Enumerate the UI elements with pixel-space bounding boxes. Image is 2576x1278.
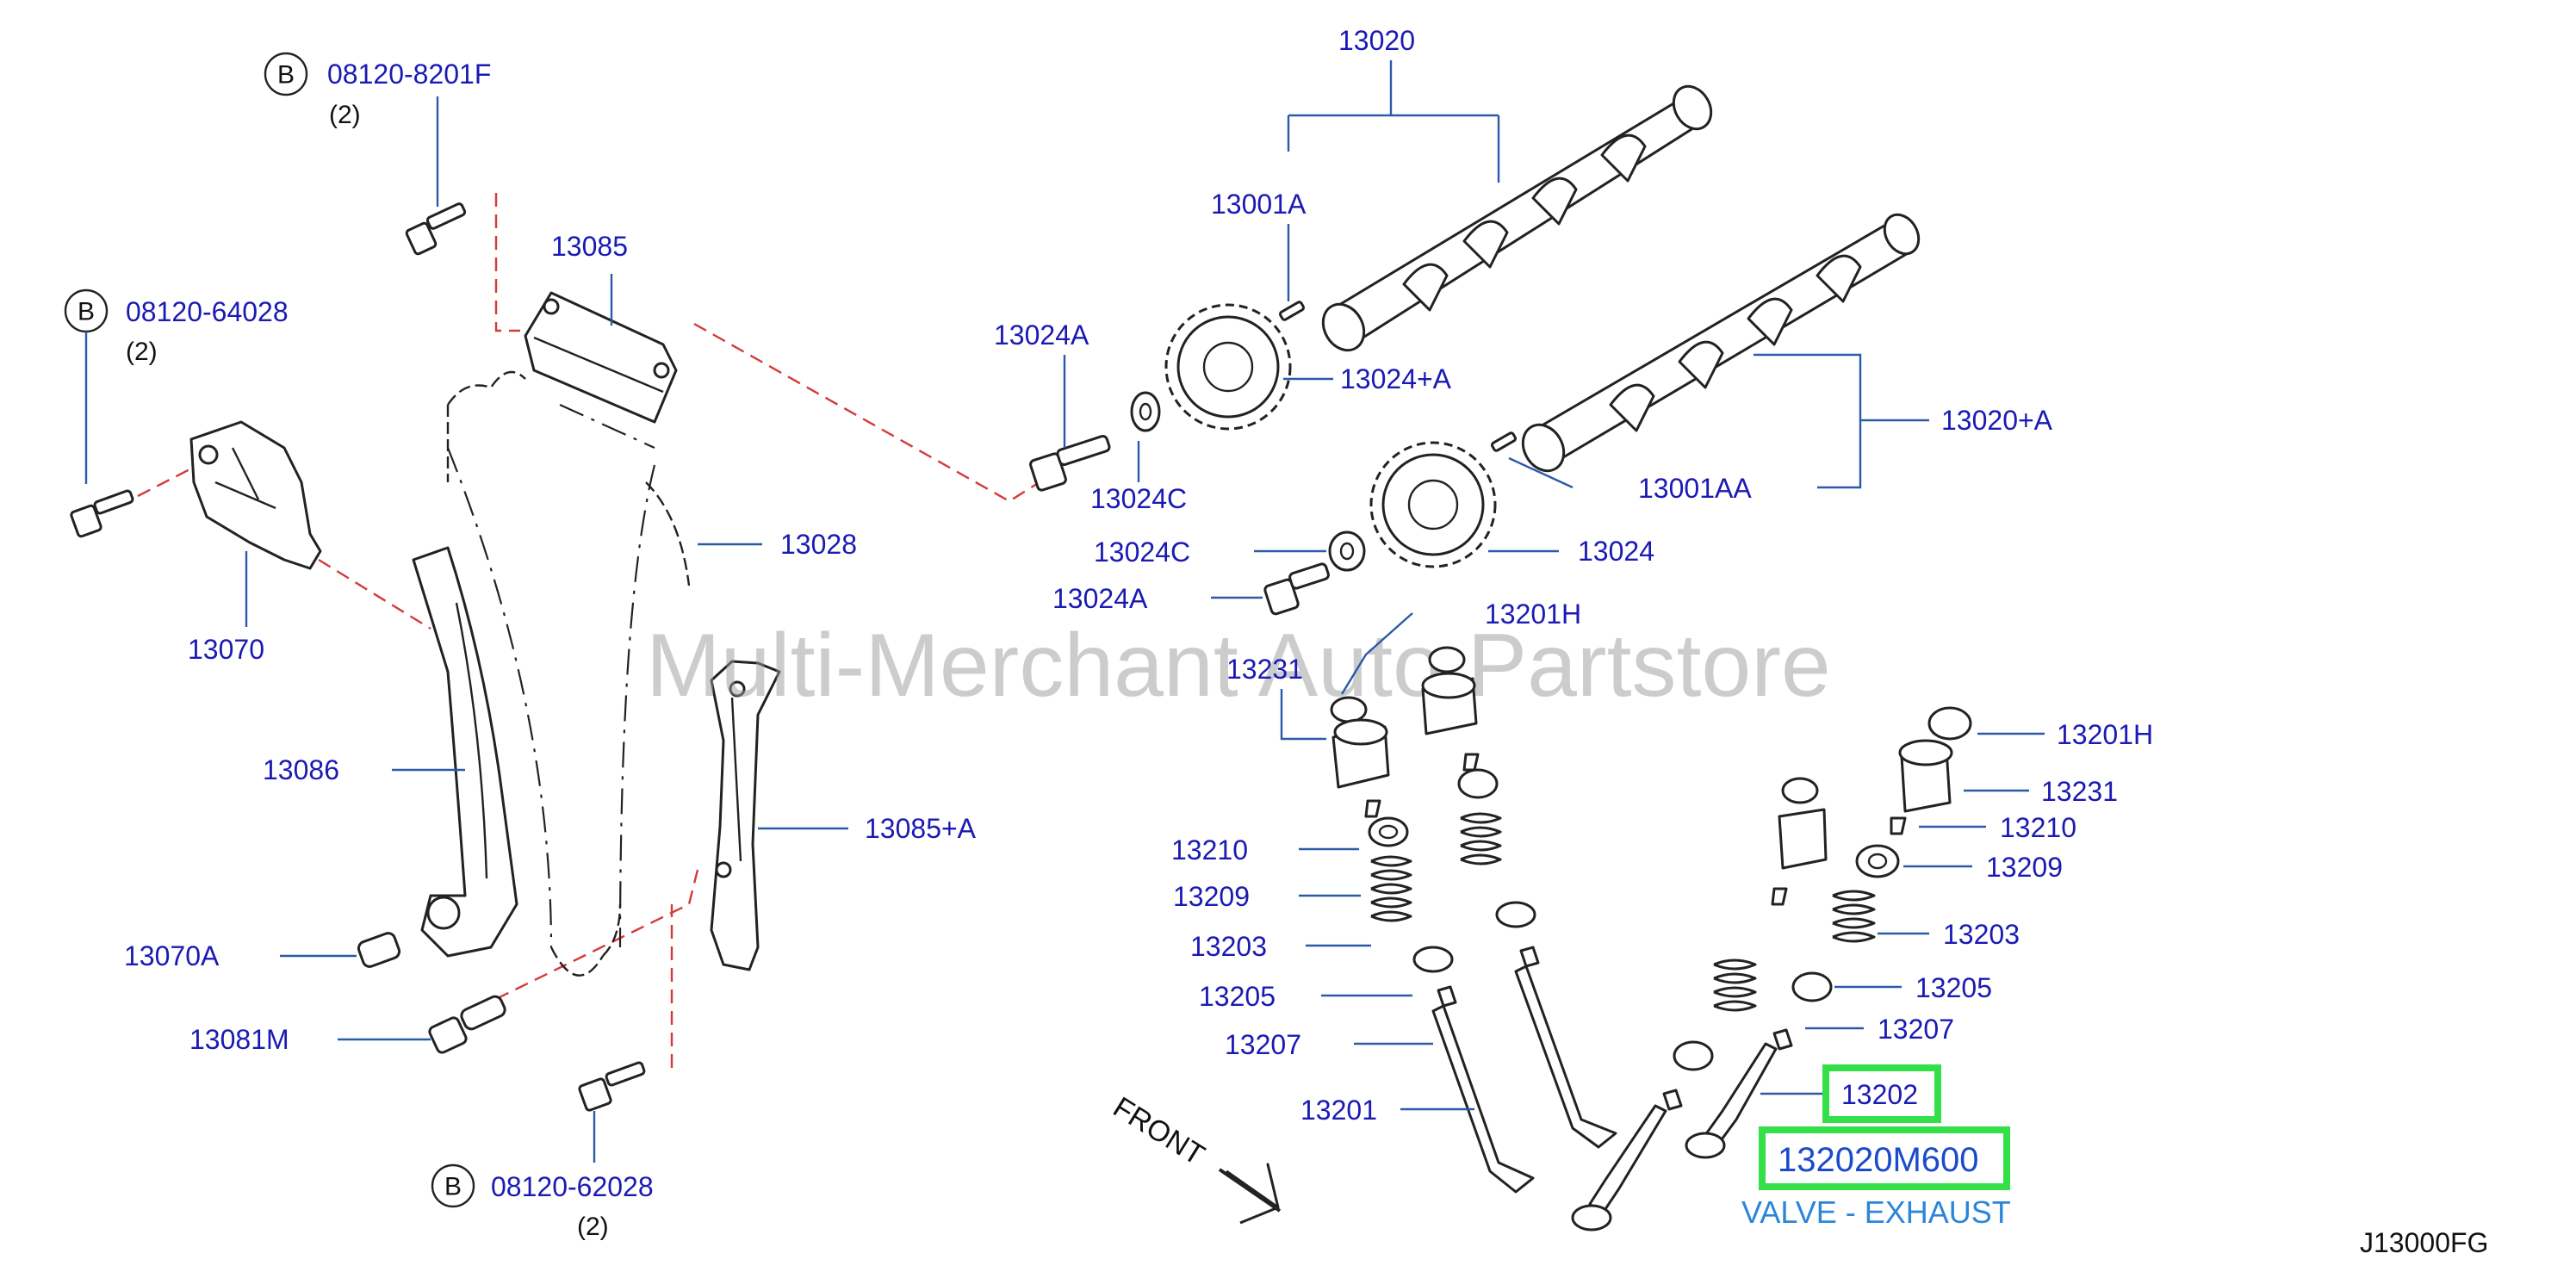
washer-icon [1328,530,1366,572]
part-label[interactable]: 08120-62028 [491,1171,654,1202]
camshaft-lower-icon [1521,213,1921,473]
chain-guide-top-icon [524,291,678,424]
part-label[interactable]: 13024A [1052,583,1148,614]
part-label[interactable]: 13205 [1199,981,1276,1012]
chain-guide-side-icon [710,660,781,971]
part-label[interactable]: 13020 [1338,25,1415,56]
sprocket-bolt-icon [1263,562,1330,616]
part-label[interactable]: 13086 [263,754,339,785]
part-highlight-box [1822,1064,1941,1123]
bolt-marker-icon [264,52,308,96]
part-label[interactable]: 13070A [124,940,220,971]
part-label[interactable]: 13070 [188,634,264,665]
part-label-selected[interactable]: 13202 [1841,1079,1918,1110]
cam-sprocket-lower-icon [1369,441,1497,568]
part-label[interactable]: 13231 [2041,776,2118,807]
slack-guide-icon [412,546,518,958]
part-label[interactable]: 13085 [551,231,628,262]
valve-stack-left-icon [1330,646,1617,1194]
sprocket-bolt-icon [1029,434,1111,492]
part-label[interactable]: 13085+A [865,813,977,844]
part-label[interactable]: 13024C [1094,537,1190,568]
part-label[interactable]: 13203 [1190,931,1267,962]
quantity-label: (2) [126,338,158,366]
timing-chain-icon [446,370,691,977]
camshaft-upper-icon [1321,84,1713,352]
quantity-label: (2) [329,101,361,129]
part-label[interactable]: 13210 [2000,812,2076,843]
part-label[interactable]: 13201H [2057,719,2153,750]
part-label[interactable]: 13024A [994,320,1089,351]
tensioner-plunger-icon [357,932,401,968]
part-label[interactable]: 13001AA [1638,473,1752,504]
bolt-marker-letter: B [277,61,295,90]
part-label[interactable]: 13231 [1226,654,1303,685]
chain-tensioner-icon [189,420,322,570]
part-label[interactable]: 13210 [1171,834,1248,865]
part-label[interactable]: 13024+A [1340,363,1452,394]
part-label[interactable]: 13203 [1943,919,2020,950]
front-arrow-icon [1218,1163,1282,1225]
part-label[interactable]: 13020+A [1941,405,2053,436]
part-label[interactable]: 08120-8201F [327,59,491,90]
part-label[interactable]: 13207 [1878,1014,1954,1045]
part-label[interactable]: 13209 [1986,852,2063,883]
bolt-marker-letter: B [78,298,95,326]
part-label[interactable]: 13081M [189,1024,289,1055]
quantity-label: (2) [577,1213,609,1241]
bolt-callout-08120-62028[interactable]: B 08120-62028 (2) [431,1163,654,1241]
bolt-callout-08120-8201F[interactable]: B 08120-8201F (2) [264,52,491,129]
part-label[interactable]: 13201 [1300,1095,1377,1126]
part-label[interactable]: 13028 [780,529,857,560]
selected-part-number[interactable]: 132020M600 [1778,1141,1979,1179]
part-label[interactable]: 13024C [1090,483,1187,514]
bolt-callout-08120-64028[interactable]: B 08120-64028 (2) [64,288,289,366]
valve-stack-right-icon [1571,706,1972,1231]
pivot-bolt-icon [428,995,506,1054]
bolt-marker-icon [431,1163,475,1208]
diagram-code: J13000FG [2360,1227,2488,1258]
part-label[interactable]: 13207 [1225,1029,1301,1060]
bolt-icon [405,96,467,256]
part-label[interactable]: 13024 [1578,536,1654,567]
selected-part-description: VALVE - EXHAUST [1741,1194,2011,1230]
selected-part-highlight-box [1759,1126,2010,1190]
cam-sprocket-upper-icon [1164,303,1292,431]
dowel-pin-icon [1490,431,1518,452]
bolt-icon [578,1061,646,1163]
dowel-pin-icon [1278,301,1306,321]
part-label[interactable]: 08120-64028 [126,296,289,327]
bolt-marker-letter: B [444,1173,462,1201]
washer-icon [1130,391,1161,432]
part-label[interactable]: 13205 [1915,972,1992,1003]
part-label[interactable]: 13209 [1173,881,1250,912]
front-direction-label: FRONT [1108,1091,1210,1172]
part-label[interactable]: 13201H [1485,599,1581,630]
part-label[interactable]: 13001A [1211,189,1307,220]
watermark: Multi-Merchant Auto Partstore [646,616,1831,716]
bolt-icon [70,332,134,538]
